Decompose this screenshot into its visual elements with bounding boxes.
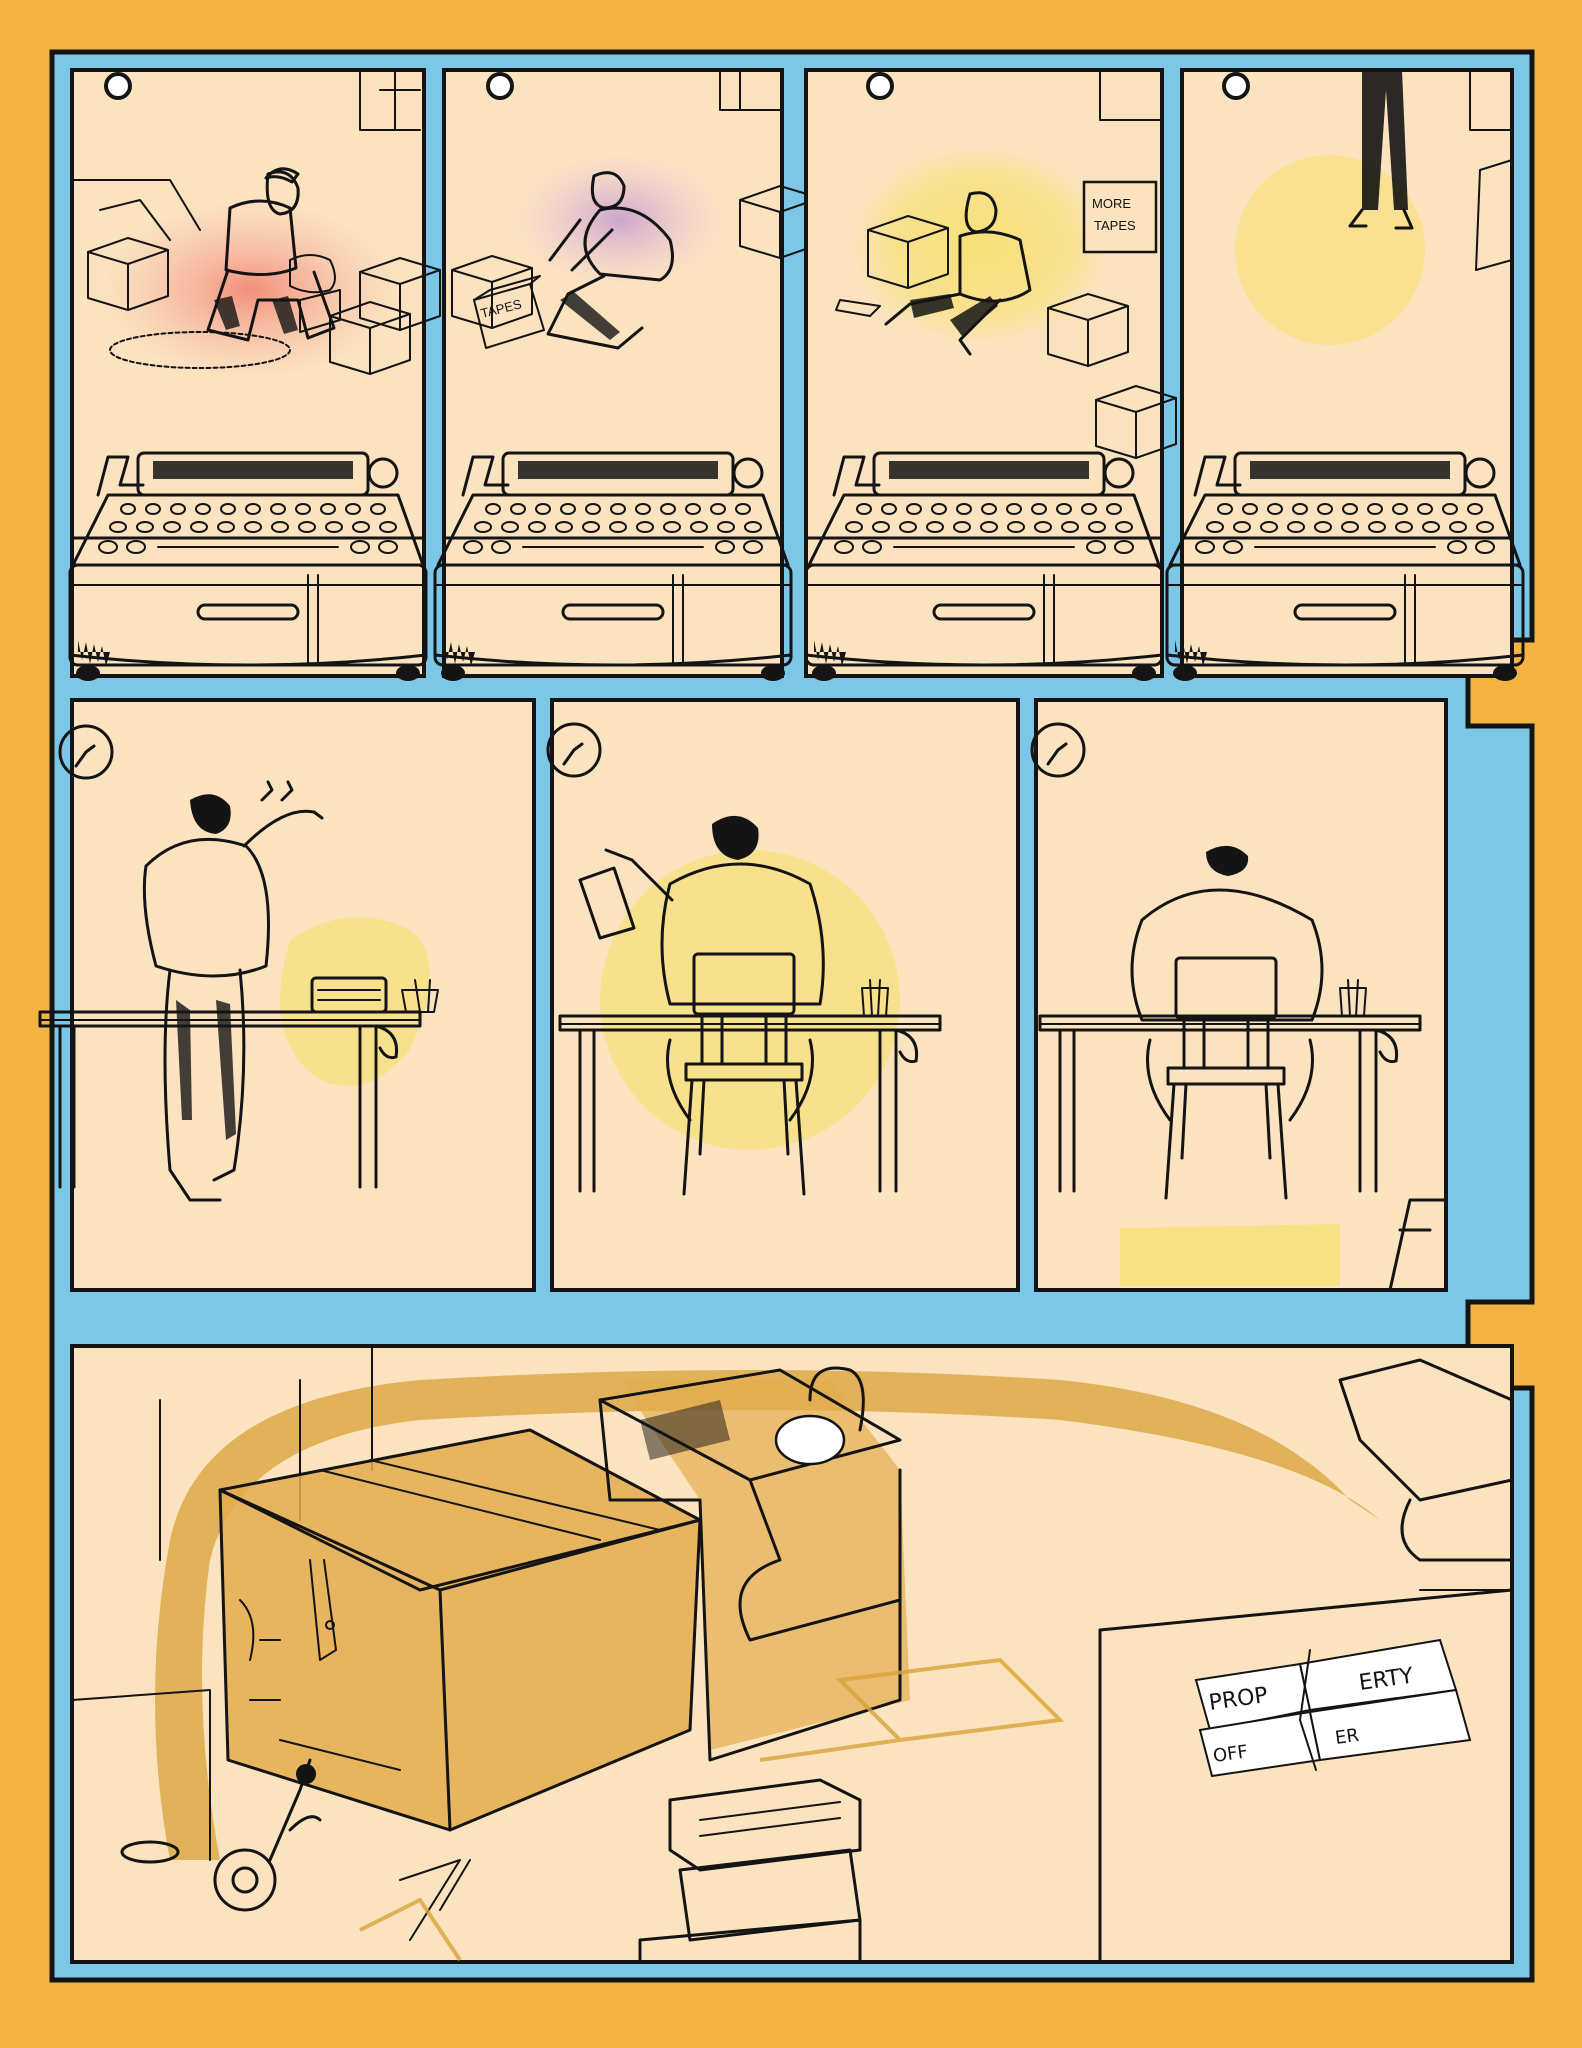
- man-kneeling-at-box: [546, 171, 674, 350]
- ochre-wash-stream: [155, 1370, 1380, 1860]
- fallen-lamp: [213, 1758, 322, 1912]
- more-tapes-label-line2: TAPES: [1094, 218, 1136, 233]
- yellow-watercolor-wash: [600, 850, 900, 1150]
- panel-4: [1165, 68, 1525, 683]
- open-cardboard-box: [598, 1366, 910, 1762]
- paper-text-off: OFF: [1212, 1741, 1249, 1767]
- bowl: [120, 1840, 180, 1864]
- yellow-watercolor-wash: [850, 145, 1110, 345]
- typewriter-on-desk: [310, 976, 439, 1014]
- paper-text-er: ER: [1334, 1725, 1361, 1749]
- panel-5: [38, 698, 536, 1292]
- panel-2: TAPES: [433, 68, 821, 683]
- purple-watercolor-wash: [510, 150, 730, 290]
- panel-1: [68, 68, 441, 683]
- panel-3: MORE TAPES: [804, 68, 1177, 683]
- book-stack: [638, 1778, 862, 1964]
- man-at-desk: [578, 815, 825, 1122]
- panel-8: PROP ERTY OFF ER: [70, 1344, 1514, 1964]
- desk-corner: [1098, 1358, 1514, 1964]
- panel-7: [1030, 698, 1448, 1292]
- man-standing-legs: [1348, 70, 1414, 230]
- panel-6: [546, 698, 1020, 1292]
- torn-property-offer-paper: PROP ERTY OFF ER: [1194, 1638, 1472, 1778]
- man-stretching: [142, 780, 324, 1202]
- man-slumped-at-desk: [1130, 845, 1324, 1122]
- man-sitting-on-floor: [835, 191, 1032, 356]
- red-watercolor-wash: [100, 200, 400, 380]
- yellow-watercolor-wash: [280, 917, 430, 1086]
- more-tapes-label-line1: MORE: [1092, 196, 1131, 211]
- more-tapes-sign: MORE TAPES: [1082, 180, 1158, 254]
- yellow-light-patch: [1120, 1224, 1340, 1286]
